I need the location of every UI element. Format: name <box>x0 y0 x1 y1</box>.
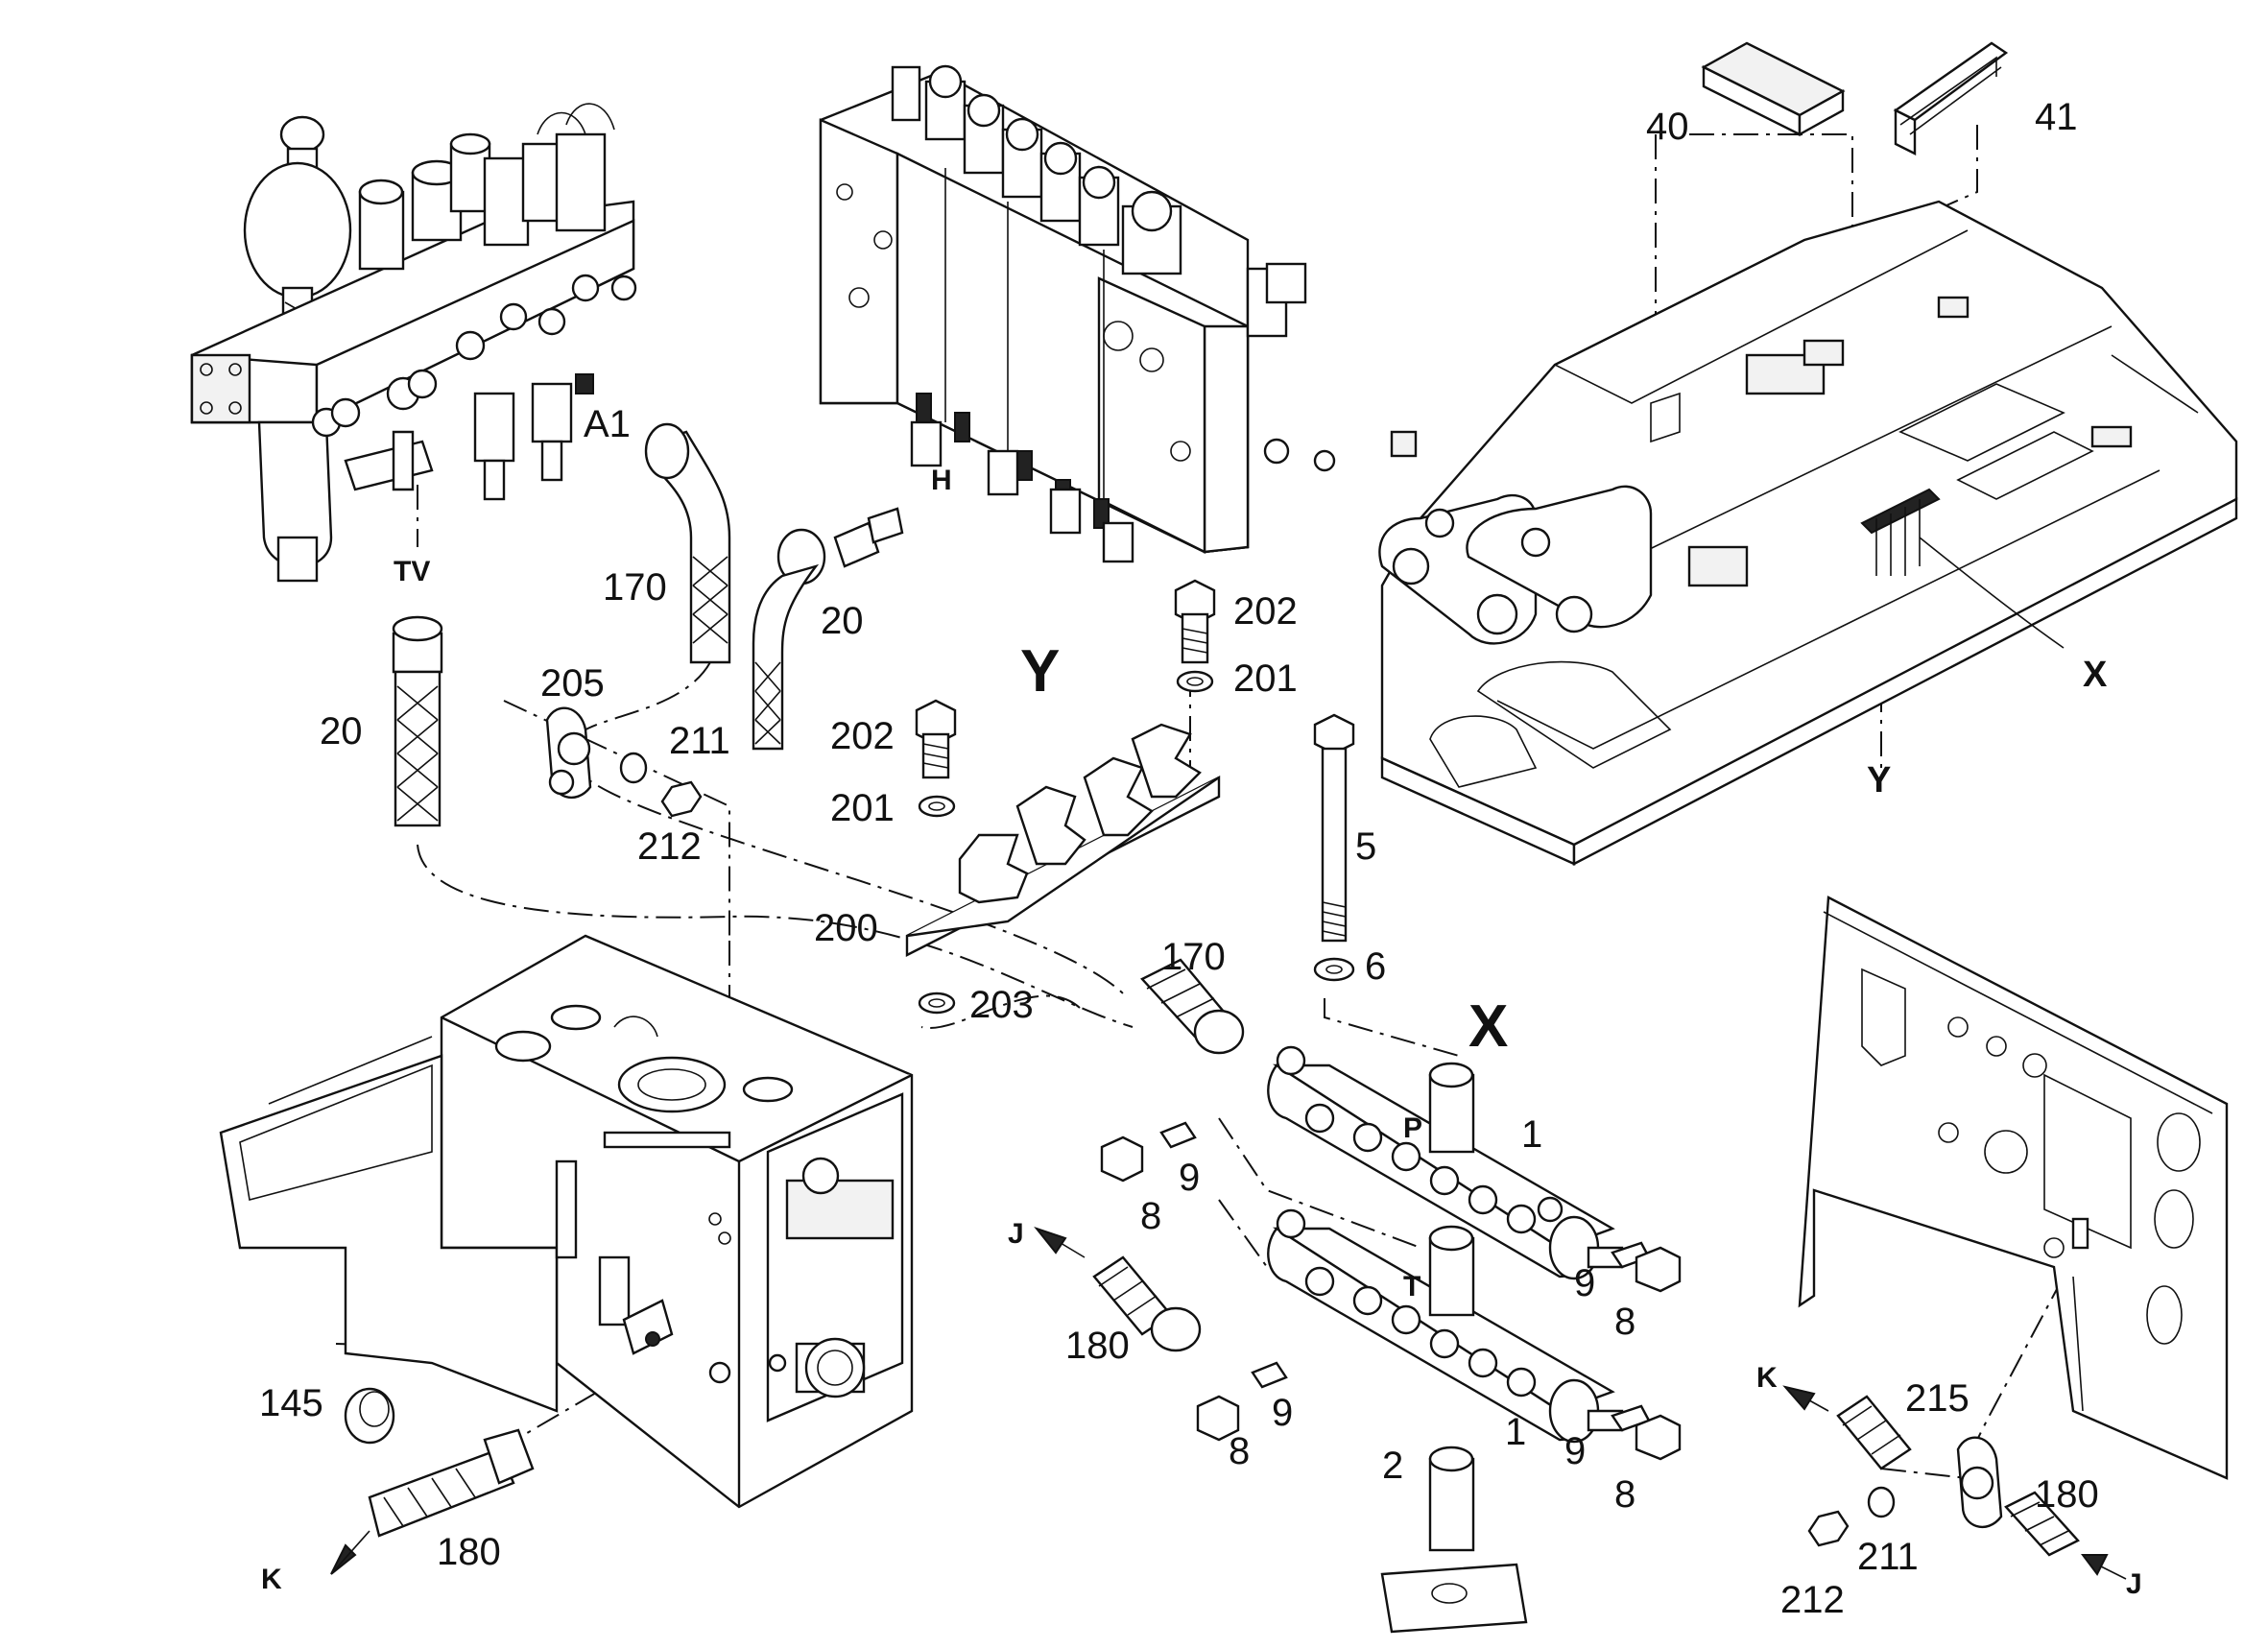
hose-180-left <box>330 1428 535 1575</box>
label-20-left: 20 <box>320 710 363 753</box>
manifold-t <box>1267 1208 1624 1444</box>
label-40: 40 <box>1646 106 1689 148</box>
hose-180-right-j <box>2004 1491 2127 1580</box>
label-p: P <box>1403 1112 1422 1144</box>
label-41: 41 <box>2035 96 2078 138</box>
bracket-200 <box>905 579 1221 1015</box>
label-tv: TV <box>394 556 430 587</box>
label-x-frame: X <box>2083 655 2108 695</box>
label-20-mid: 20 <box>821 600 864 642</box>
label-9-a: 9 <box>1179 1157 1200 1199</box>
label-8-d: 8 <box>1614 1473 1635 1516</box>
hydraulic-tank <box>219 934 914 1509</box>
label-212-bot: 212 <box>1780 1579 1845 1621</box>
label-205: 205 <box>540 662 605 705</box>
label-8-a: 8 <box>1140 1195 1161 1237</box>
spacer-2 <box>1380 1446 1528 1634</box>
label-200: 200 <box>814 907 878 949</box>
label-170-mid: 170 <box>1161 936 1226 978</box>
label-k-left: K <box>261 1564 282 1595</box>
clamp-215 <box>1807 1436 2003 1547</box>
label-201-b: 201 <box>1233 657 1298 700</box>
label-215: 215 <box>1905 1377 1970 1420</box>
label-k-right: K <box>1756 1362 1778 1394</box>
manifold-p <box>1267 1045 1624 1280</box>
hose-180-right-k <box>1782 1385 1912 1470</box>
label-201-a: 201 <box>830 787 895 829</box>
label-1-a: 1 <box>1521 1113 1542 1156</box>
label-j-right: J <box>2126 1568 2142 1600</box>
machine-frame <box>1378 41 2238 866</box>
mounting-plate <box>1798 896 2229 1480</box>
label-9-b: 9 <box>1574 1262 1595 1304</box>
label-180-left: 180 <box>437 1531 501 1573</box>
label-8-b: 8 <box>1614 1301 1635 1343</box>
label-5: 5 <box>1355 825 1376 868</box>
label-170-top: 170 <box>603 566 667 609</box>
label-145: 145 <box>259 1382 323 1424</box>
clamp-205 <box>545 706 703 818</box>
hose-20-left <box>392 615 443 827</box>
label-9-c: 9 <box>1272 1392 1293 1434</box>
label-212-top: 212 <box>637 825 702 868</box>
label-180-right: 180 <box>2035 1473 2099 1516</box>
plugs-and-nuts <box>1100 1121 1682 1461</box>
label-9-d: 9 <box>1564 1430 1586 1472</box>
label-1-b: 1 <box>1505 1411 1526 1453</box>
label-211-bot: 211 <box>1857 1536 1919 1578</box>
label-a1: A1 <box>584 403 631 445</box>
hose-170-top <box>644 422 731 664</box>
callout-labels: A1 TV H 170 20 20 205 211 212 Y 202 201 … <box>259 96 2142 1621</box>
valve-block-a1 <box>190 103 637 583</box>
label-h: H <box>931 465 952 496</box>
label-t: T <box>1403 1271 1420 1302</box>
hose-20-mid <box>752 507 904 751</box>
label-202-b: 202 <box>1233 590 1298 633</box>
control-valve-block <box>819 64 1336 563</box>
hose-170-mid <box>1140 958 1245 1055</box>
label-6: 6 <box>1365 945 1386 988</box>
label-x-big: X <box>1468 993 1508 1060</box>
label-203: 203 <box>969 984 1034 1026</box>
label-2: 2 <box>1382 1445 1403 1487</box>
bolt-5 <box>1313 713 1355 982</box>
label-202-a: 202 <box>830 715 895 757</box>
hose-180-mid <box>1034 1226 1202 1352</box>
label-180-mid: 180 <box>1065 1325 1130 1367</box>
plug-145 <box>344 1387 395 1445</box>
label-y-big: Y <box>1020 638 1060 705</box>
label-8-c: 8 <box>1229 1430 1250 1472</box>
label-j-mid: J <box>1008 1218 1024 1250</box>
label-y-frame: Y <box>1867 760 1891 801</box>
label-211-top: 211 <box>669 720 730 762</box>
